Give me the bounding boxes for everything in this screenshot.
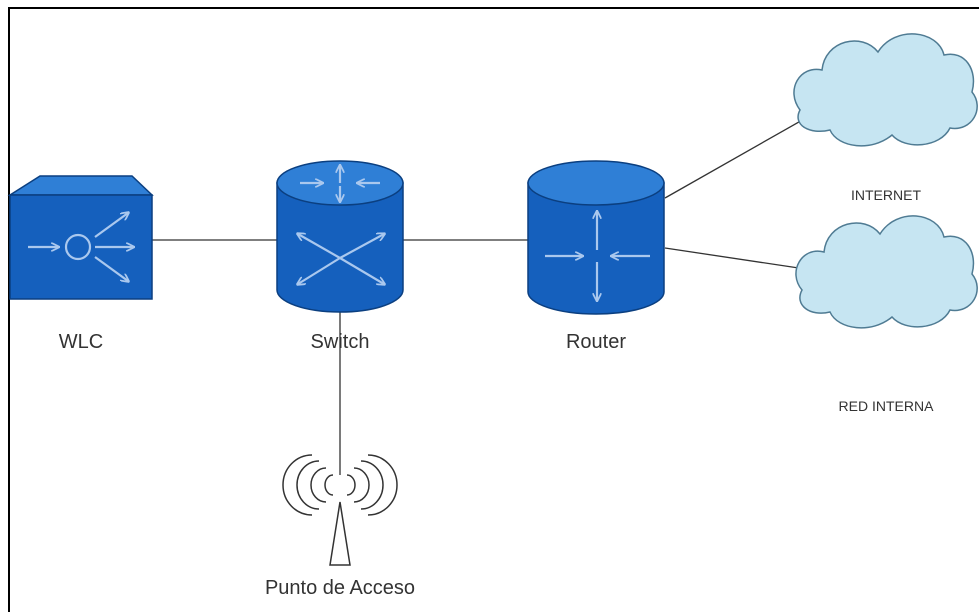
- multilayer-switch-icon[interactable]: [276, 160, 404, 313]
- router-label: Router: [566, 331, 626, 353]
- wlc-label: WLC: [59, 331, 103, 353]
- red-interna-label: RED INTERNA: [839, 398, 935, 414]
- links: [152, 109, 821, 475]
- access-point-label: Punto de Acceso: [265, 577, 415, 599]
- internet-label: INTERNET: [851, 187, 921, 203]
- wireless-access-point-icon[interactable]: [282, 454, 398, 566]
- internet-cloud-icon[interactable]: [793, 33, 978, 147]
- switch-label: Switch: [311, 331, 370, 353]
- link-router-internet: [664, 109, 821, 199]
- link-router-red-interna: [664, 247, 813, 271]
- router-icon[interactable]: [527, 160, 665, 315]
- wlc-icon[interactable]: [7, 175, 154, 300]
- red-interna-cloud-icon[interactable]: [795, 215, 978, 329]
